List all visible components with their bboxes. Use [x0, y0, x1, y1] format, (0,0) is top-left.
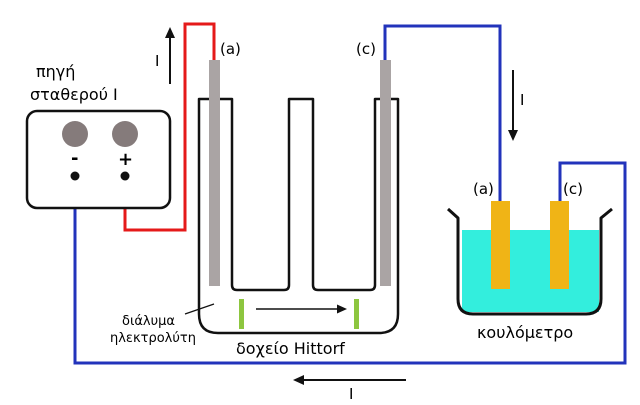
negative-knob: [62, 121, 88, 147]
current-arrow-left: [293, 375, 406, 385]
source-title-line2: σταθερού Ι: [30, 85, 118, 104]
hittorf-vessel: [197, 97, 400, 335]
coulometer-cathode-label: (c): [563, 180, 583, 198]
coulometer-cathode: [550, 201, 569, 289]
solution-label-line1: διάλυμα: [122, 314, 175, 329]
return-wire: [73, 161, 627, 365]
cathode-electrode: [380, 60, 391, 286]
solution-label-line2: ηλεκτρολύτη: [110, 331, 196, 346]
coulometer-anode: [491, 201, 510, 289]
ion-migration-arrow: [256, 304, 347, 314]
cathode-label: (c): [356, 40, 376, 58]
coulometer-electrolyte: [462, 230, 599, 312]
hittorf-label: δοχείο Hittorf: [236, 339, 345, 358]
minus-sign: -: [71, 148, 78, 169]
anode-electrode: [209, 60, 220, 286]
positive-knob: [112, 121, 138, 147]
negative-terminal: [70, 171, 80, 181]
current-source-box: [25, 109, 172, 210]
coulometer-vessel: [446, 207, 613, 316]
anode-label: (a): [220, 40, 241, 58]
solution-pointer: [184, 303, 215, 315]
separator-right: [354, 299, 359, 329]
positive-terminal: [120, 171, 130, 181]
coulometer-label: κουλόμετρο: [477, 323, 573, 342]
current-label-right: I: [520, 91, 524, 109]
cathode-to-coulometer-wire: [383, 24, 502, 204]
source-title-line1: πηγή: [36, 62, 75, 81]
current-arrow-down: [508, 70, 518, 141]
current-label-top: I: [155, 52, 159, 70]
plus-sign: +: [118, 149, 133, 170]
positive-wire: [123, 22, 216, 232]
current-arrow-up: [165, 27, 175, 84]
separator-left: [239, 299, 244, 329]
coulometer-anode-label: (a): [473, 180, 494, 198]
current-label-bottom: I: [349, 385, 353, 400]
